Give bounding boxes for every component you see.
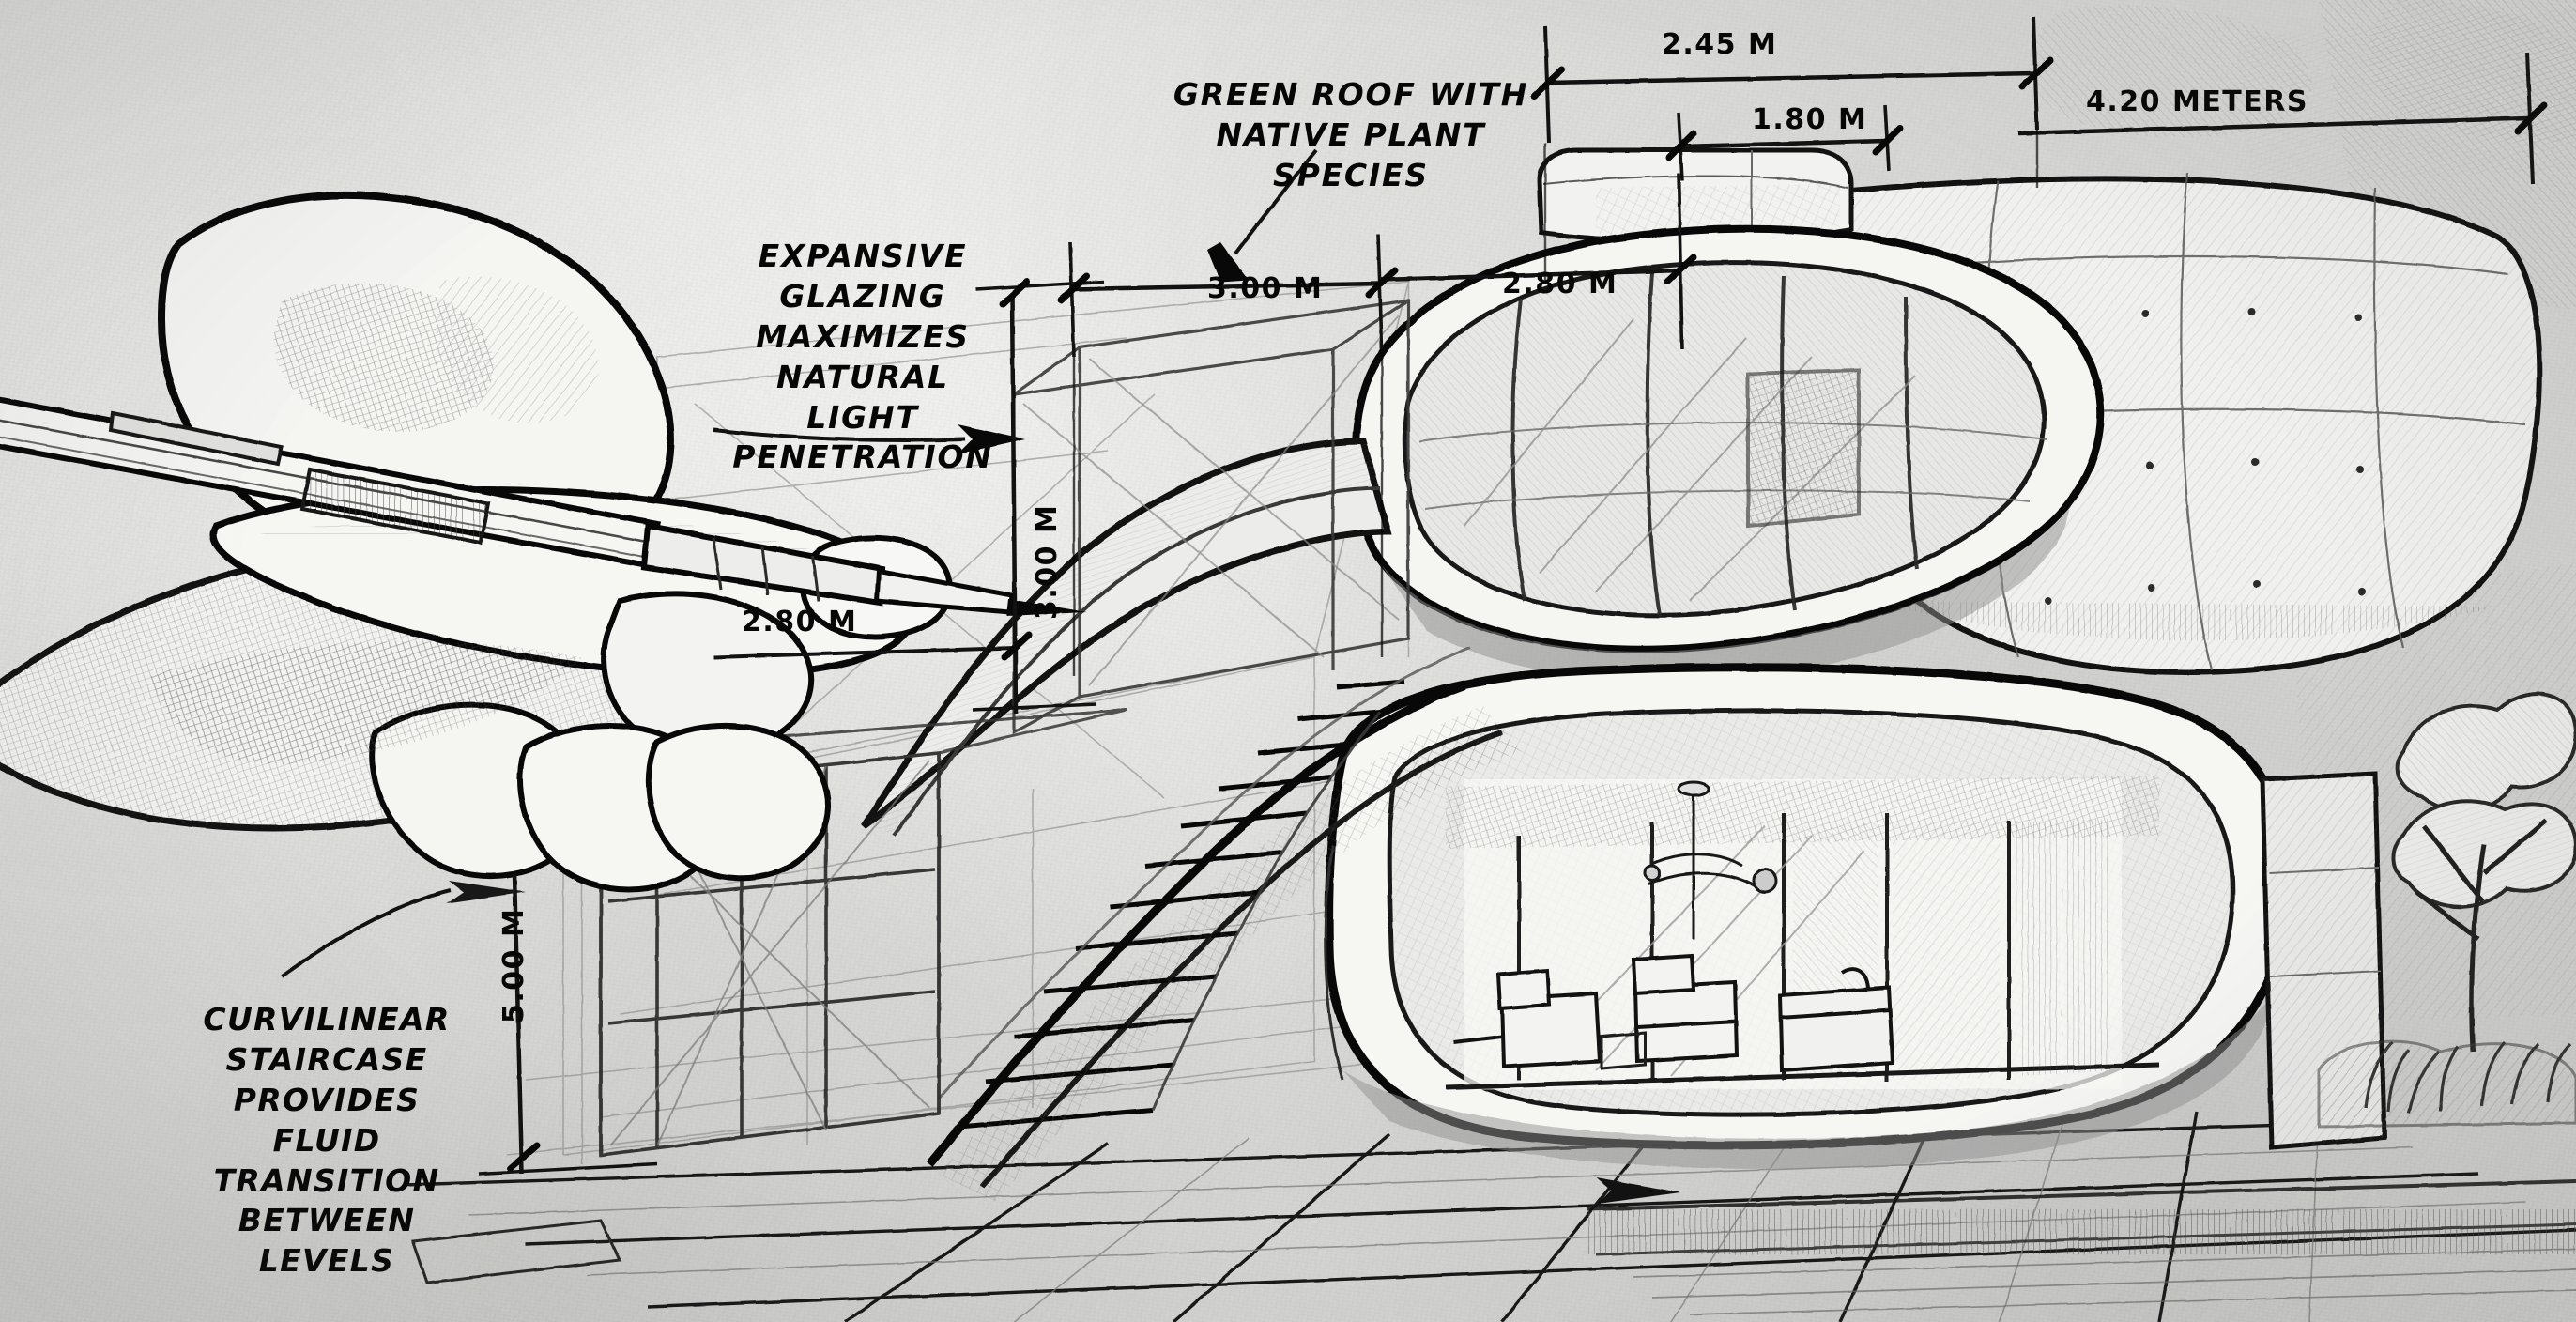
arrowhead-left-5m — [447, 881, 526, 903]
mechanical-pencil — [0, 396, 1087, 616]
leader-glazing — [713, 428, 966, 442]
dimension-label-1-80m: 1.80 M — [1752, 103, 1868, 136]
upper-right-foliage — [2031, 0, 2576, 143]
dimline-500v — [512, 872, 525, 1175]
roof-box — [1537, 147, 1854, 244]
sofa — [1777, 967, 1895, 1073]
upper-volume — [1351, 224, 2105, 682]
dimline-420 — [2017, 115, 2530, 136]
dimension-ticks — [507, 56, 2548, 1172]
curvilinear-staircase — [926, 646, 1521, 1202]
dimension-label-2-80m-horizontal: 2.80 M — [1502, 268, 1618, 300]
dimline-245 — [1546, 70, 2036, 85]
arrowhead-green-roof — [1207, 242, 1249, 282]
interior-room — [1445, 776, 2160, 1090]
hand-with-pencil — [0, 191, 1087, 893]
water-edge — [1586, 1179, 2576, 1315]
dimension-label-2-45m: 2.45 M — [1662, 28, 1778, 61]
annotation-curvilinear-staircase: CURVILINEAR STAIRCASE PROVIDES FLUID TRA… — [203, 1001, 451, 1280]
dimension-lines — [478, 16, 2535, 1176]
dimline-280h — [1379, 268, 1681, 283]
lower-volume — [1324, 663, 2292, 1169]
annotation-green-roof: GREEN ROOF WITH NATIVE PLANT SPECIES — [1173, 76, 1529, 193]
leader-staircase — [280, 888, 452, 978]
dimline-280v — [713, 646, 1017, 659]
dimension-label-5-00m-vertical: 5.00 M — [498, 907, 530, 1023]
dimension-label-2-80m-vertical: 2.80 M — [742, 606, 858, 638]
dimension-label-3-00m-vertical: 3.00 M — [1031, 503, 1064, 620]
dimline-180 — [1679, 138, 1888, 149]
pendant-light — [1643, 780, 1778, 939]
upper-cantilever-slab — [861, 438, 1392, 838]
dimension-label-3-00m-horizontal: 3.00 M — [1207, 272, 1324, 305]
terrace-arrow — [1596, 1177, 1680, 1204]
dimension-label-4-20-meters: 4.20 METERS — [2086, 85, 2308, 118]
leader-green-roof — [1234, 148, 1318, 255]
arrowhead-glazing — [958, 424, 1025, 454]
armchair-centre — [1631, 953, 1740, 1064]
leader-lines — [280, 148, 1318, 978]
dimline-300h — [1071, 281, 1381, 292]
annotation-expansive-glazing: EXPANSIVE GLAZING MAXIMIZES NATURAL LIGH… — [732, 238, 993, 476]
armchair-left — [1452, 968, 1602, 1069]
left-slab — [410, 1219, 622, 1284]
tree-foliage — [2317, 692, 2576, 1129]
side-table — [1600, 1031, 1647, 1070]
